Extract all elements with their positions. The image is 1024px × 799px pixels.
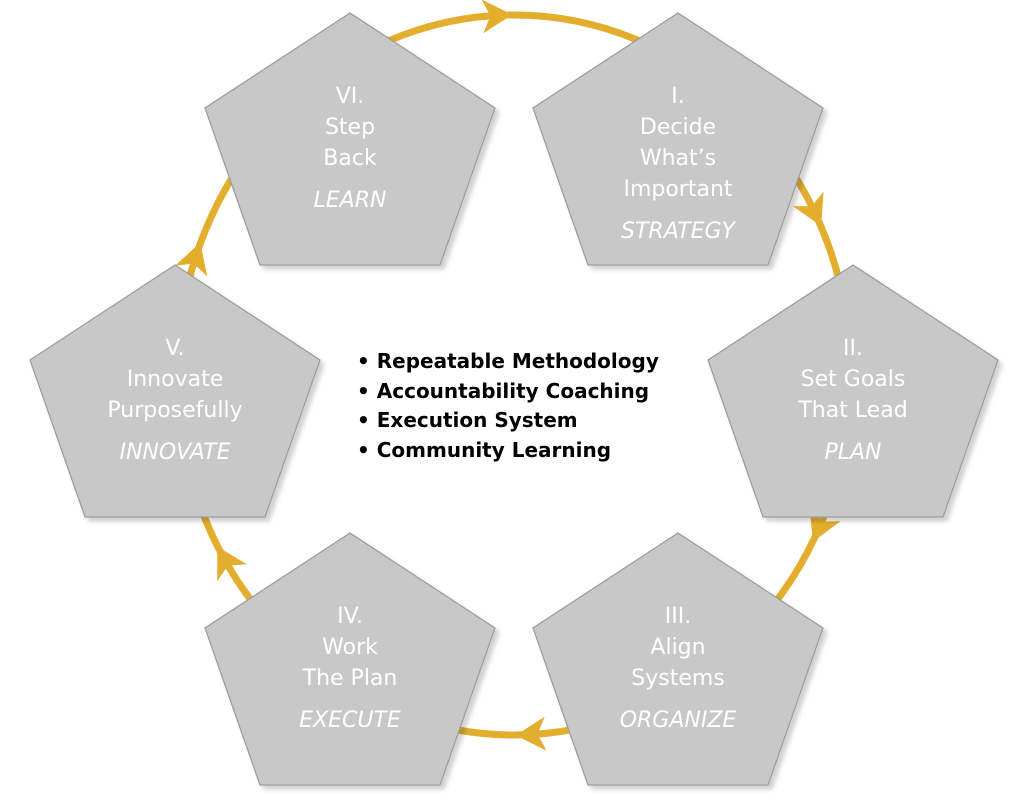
step-label: LEARN — [313, 188, 387, 213]
step-title-line: Systems — [631, 666, 725, 691]
arrowhead-icon — [515, 716, 547, 751]
bullet-item: • Execution System — [357, 408, 578, 432]
bullet-item: • Repeatable Methodology — [357, 349, 659, 373]
step-pentagon — [204, 12, 496, 266]
step-title-line: What’s — [639, 146, 717, 171]
step-pentagon — [707, 264, 999, 518]
arrowhead-icon — [481, 0, 513, 34]
step-numeral: IV. — [337, 604, 363, 629]
step-numeral: VI. — [335, 84, 365, 109]
step-title-line: Decide — [639, 115, 717, 140]
bullet-text: Execution System — [376, 408, 578, 432]
step-label: PLAN — [824, 440, 882, 465]
arrowhead-icon — [792, 191, 824, 227]
step-pentagon — [204, 532, 496, 786]
arrowhead-icon — [809, 507, 841, 542]
step-title-line: Set Goals — [800, 367, 906, 392]
bullet-text: Accountability Coaching — [376, 378, 650, 403]
bullet-text: Repeatable Methodology — [376, 349, 659, 373]
step-pentagon — [29, 264, 321, 518]
step-title-line: Important — [623, 177, 733, 202]
step-numeral: I. — [671, 84, 685, 109]
step-numeral: V. — [165, 336, 185, 361]
step-title-line: That Lead — [798, 398, 908, 423]
bullet-item: • Community Learning — [357, 437, 612, 462]
step-title-line: Work — [322, 635, 378, 660]
step-title-line: Back — [323, 146, 377, 171]
step-numeral: III. — [664, 604, 692, 629]
step-pentagon — [532, 532, 824, 786]
step-title-line: Align — [650, 635, 706, 660]
arrowhead-icon — [174, 242, 208, 277]
step-title-line: Step — [324, 115, 376, 140]
arrowhead-icon — [217, 546, 247, 581]
center-bullet-list: • Repeatable Methodology • Accountabilit… — [357, 347, 659, 465]
step-title-line: Innovate — [126, 367, 224, 392]
step-label: INNOVATE — [119, 440, 231, 465]
step-title-line: The Plan — [302, 666, 398, 691]
step-label: STRATEGY — [621, 219, 735, 244]
step-title-line: Purposefully — [107, 398, 243, 423]
step-label: ORGANIZE — [619, 708, 737, 733]
step-pentagon — [532, 12, 824, 266]
step-numeral: II. — [843, 336, 863, 361]
step-label: EXECUTE — [299, 708, 401, 733]
bullet-item: • Accountability Coaching — [357, 378, 650, 403]
bullet-text: Community Learning — [376, 437, 612, 462]
